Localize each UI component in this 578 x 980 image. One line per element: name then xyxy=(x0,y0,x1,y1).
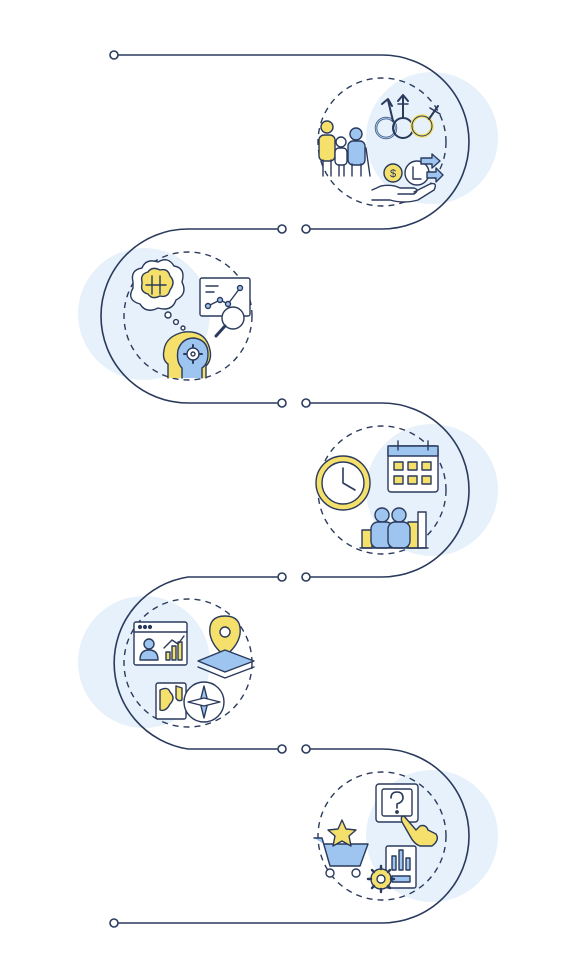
connector-dots xyxy=(109,50,311,928)
ring-step-1 xyxy=(317,77,447,207)
people-bar-chart-icon xyxy=(359,507,429,549)
layers-icon xyxy=(197,649,255,679)
dot-4a xyxy=(277,744,287,754)
step-4-icons xyxy=(133,615,255,723)
clock-icon xyxy=(315,455,371,511)
segment-3 xyxy=(113,576,278,750)
step-2-icons xyxy=(130,259,251,379)
dot-3a xyxy=(277,572,287,582)
head-gear-icon xyxy=(162,331,212,379)
map-compass-icon xyxy=(155,681,225,723)
svg-text:$: $ xyxy=(390,168,396,180)
ring-step-5 xyxy=(317,771,447,901)
segment-1b xyxy=(100,228,278,404)
profile-dashboard-icon xyxy=(133,621,188,666)
question-touch-icon xyxy=(375,783,439,847)
segment-1 xyxy=(117,54,470,230)
settings-report-icon xyxy=(366,845,417,894)
step-3-icons xyxy=(315,440,439,549)
step-5-icons xyxy=(313,783,439,894)
segment-2 xyxy=(309,402,470,578)
people-family-icon xyxy=(318,120,371,177)
brain-thought-icon xyxy=(130,259,186,331)
end-dot xyxy=(109,918,119,928)
start-dot xyxy=(109,50,119,60)
dot-1b xyxy=(301,224,311,234)
calendar-icon xyxy=(387,440,439,493)
location-pin-icon xyxy=(209,615,241,657)
ring-step-2 xyxy=(123,251,253,381)
segment-4 xyxy=(117,748,470,924)
step-1-icons: $ xyxy=(318,94,444,203)
dot-3b xyxy=(301,572,311,582)
shopping-cart-star-icon xyxy=(313,819,369,878)
ring-step-4 xyxy=(123,598,253,728)
dot-1a xyxy=(277,224,287,234)
magnifier-icon xyxy=(214,306,245,338)
timeline-path xyxy=(100,54,470,924)
dot-4b xyxy=(301,744,311,754)
income-hand-icon: $ xyxy=(371,153,444,203)
dot-2a xyxy=(277,398,287,408)
gender-symbols-icon xyxy=(374,94,441,140)
dot-2b xyxy=(301,398,311,408)
